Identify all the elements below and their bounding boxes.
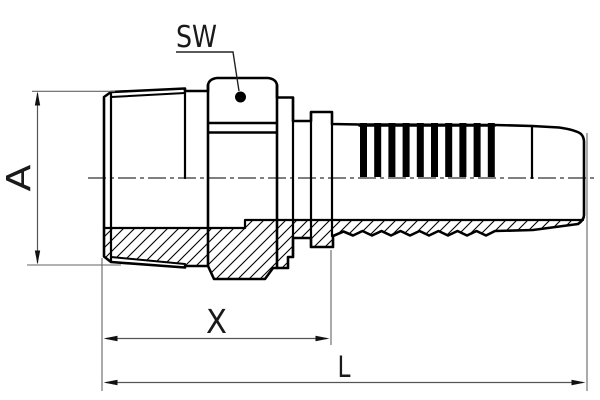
fitting-outline: [102, 76, 586, 281]
dimension-l: L: [103, 133, 588, 391]
a-label: A: [0, 164, 38, 192]
dimension-a: A: [0, 90, 121, 266]
arrowhead-up: [34, 91, 41, 106]
sw-leader-dot: [235, 91, 246, 103]
sw-callout: SW: [176, 20, 246, 103]
l-label: L: [338, 350, 351, 384]
arrowhead-left: [103, 335, 118, 342]
sw-label: SW: [176, 20, 217, 55]
dimension-x: X: [101, 250, 332, 391]
arrowhead-left: [103, 379, 118, 386]
hose-barb-grooves: [360, 123, 495, 177]
x-label: X: [206, 302, 227, 341]
arrowhead-right: [315, 335, 330, 342]
section-hatch: [104, 220, 584, 279]
arrowhead-right: [571, 379, 586, 386]
arrowhead-down: [34, 250, 41, 265]
